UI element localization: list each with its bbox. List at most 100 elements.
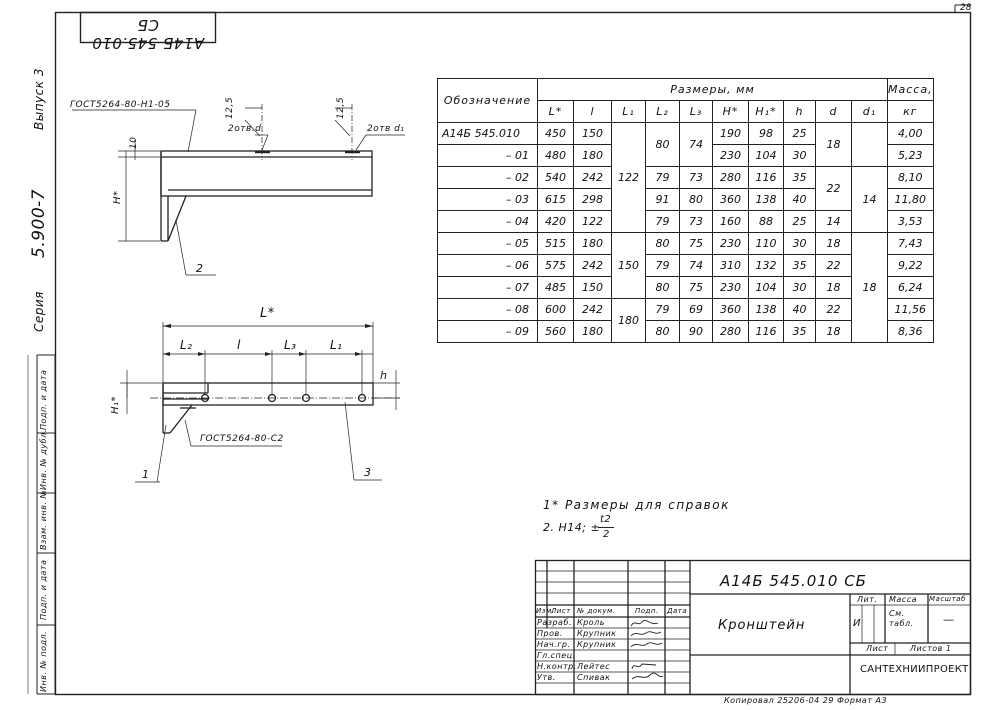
stamp-sheet-label: Лист [866,644,889,653]
cell-d1-merged: 18 [851,232,888,343]
table-row: – 04 420 122 79 73 160 88 25 14 3,53 [437,210,934,233]
cell-H: 360 [712,298,749,321]
callout-3: 3 [364,466,372,479]
table-row: – 06 575 242 79 74 310 132 35 22 9,22 [437,254,934,277]
stamp-scale-label: Масштаб [929,595,966,603]
stamp-role-razrab: Разраб. [537,618,572,627]
stamp-lit-label: Лит. [857,595,878,604]
cell-d: 18 [815,320,852,343]
stamp-h-list: Лист [551,607,571,615]
gost-label-top: ГОСТ5264-80-Н1-05 [70,100,171,110]
cell-h: 35 [783,320,816,343]
signature-utv [631,672,664,680]
arrow-head [265,352,272,356]
cell-d: 14 [815,210,852,233]
cell-mass: 4,00 [887,122,934,145]
header-designation: Обозначение [437,78,538,123]
cell-l: 242 [573,298,612,321]
arrow-head [163,352,170,356]
stamp-code: А14Б 545.010 СБ [720,572,867,590]
cell-H: 230 [712,232,749,255]
cell-d-merged: 22 [815,166,852,211]
copied-note: Копировал 25206-04 29 Формат А3 [724,696,888,705]
cell-L: 575 [537,254,574,277]
stamp-h-date: Дата [667,607,688,615]
stamp-scale-value: — [943,613,955,626]
stamp-role-glspec: Гл.спец. [537,651,576,660]
stamp-h-podp: Подп. [635,607,659,615]
stamp-h-izm: Изм. [536,607,555,615]
stamp-title: Кронштейн [718,618,806,633]
table-row: – 08 600 242 180 79 69 360 138 40 22 11,… [437,298,934,343]
cell-L3: 73 [679,166,713,189]
cell-L2: 80 [645,276,680,299]
cell-l: 242 [573,166,612,189]
cell-l: 242 [573,254,612,277]
cell-L2: 79 [645,298,680,321]
dimensions-table: Обозначение Размеры, мм Масса, L* l L₁ L… [437,78,934,343]
cell-mass: 11,56 [887,298,934,321]
signature-nachgr [630,642,663,648]
cell-d-merged: 18 [815,122,852,167]
stamp-mass-value: См. табл. [889,609,914,628]
cell-H1: 116 [748,166,784,189]
stamp-name-nkontr: Лейтес [577,662,611,671]
stamp-role-nkontr: Н.контр. [537,662,577,671]
table-row: – 03 615 298 91 80 360 138 40 11,80 [437,188,934,211]
cell-mass: 11,80 [887,188,934,211]
cell-L2: 80 [645,320,680,343]
cell-L3: 74 [679,254,713,277]
page-number: 28 [960,3,972,13]
note-2-denominator: 2 [603,529,610,540]
cell-h: 40 [783,188,816,211]
dim-L-total: L* [260,306,275,321]
cell-h: 30 [783,144,816,167]
dim-h: h [380,369,388,382]
stamp-role-utv: Утв. [537,673,556,682]
dim-L2: L₂ [180,338,193,352]
stamp-name-razrab: Кроль [577,618,605,627]
gost-label-bottom: ГОСТ5264-80-С2 [200,434,284,444]
cell-l: 122 [573,210,612,233]
stamp-role-nachgr: Нач.гр. [537,640,571,649]
stamp-name-utv: Спивак [577,673,611,682]
table-row: – 09 560 180 80 90 280 116 35 18 8,36 [437,320,934,343]
arrow-head [365,324,373,328]
signature-nkontr [631,663,657,670]
cell-mass: 6,24 [887,276,934,299]
bracket-drawing [72,104,405,483]
arrow-head [299,352,306,356]
cell-H: 280 [712,166,749,189]
signature-prov [630,631,662,637]
cell-H: 280 [712,320,749,343]
stamp-role-prov: Пров. [537,629,563,638]
cell-h: 35 [783,254,816,277]
stamp-mass-label: Масса [889,595,918,604]
cell-d: 18 [815,276,852,299]
stamp-lit-value: И [853,618,861,629]
cell-L2: 79 [645,210,680,233]
cell-mass: 9,22 [887,254,934,277]
cell-L: 450 [537,122,574,145]
signature-razrab [630,620,659,627]
cell-l: 180 [573,144,612,167]
header-dimensions: Размеры, мм [537,78,888,101]
dim-l: l [237,338,241,352]
holes-d1-label: 2отв d₁ [367,124,405,134]
cell-d: 18 [815,232,852,255]
stamp-name-nachgr: Крупник [577,640,617,649]
cell-H: 230 [712,276,749,299]
dim-L1: L₁ [330,338,343,352]
arrow-head [163,324,171,328]
cell-mass: 8,36 [887,320,934,343]
callout-1: 1 [142,468,150,481]
stamp-organization: САНТЕХНИИПРОЕКТ [860,664,969,675]
note-2-fraction-bar [598,527,614,528]
arrow-head [198,352,205,356]
note-2-numerator: t2 [600,514,612,525]
cell-h: 25 [783,210,816,233]
note-2-prefix: 2. Н14; ± [543,521,601,534]
